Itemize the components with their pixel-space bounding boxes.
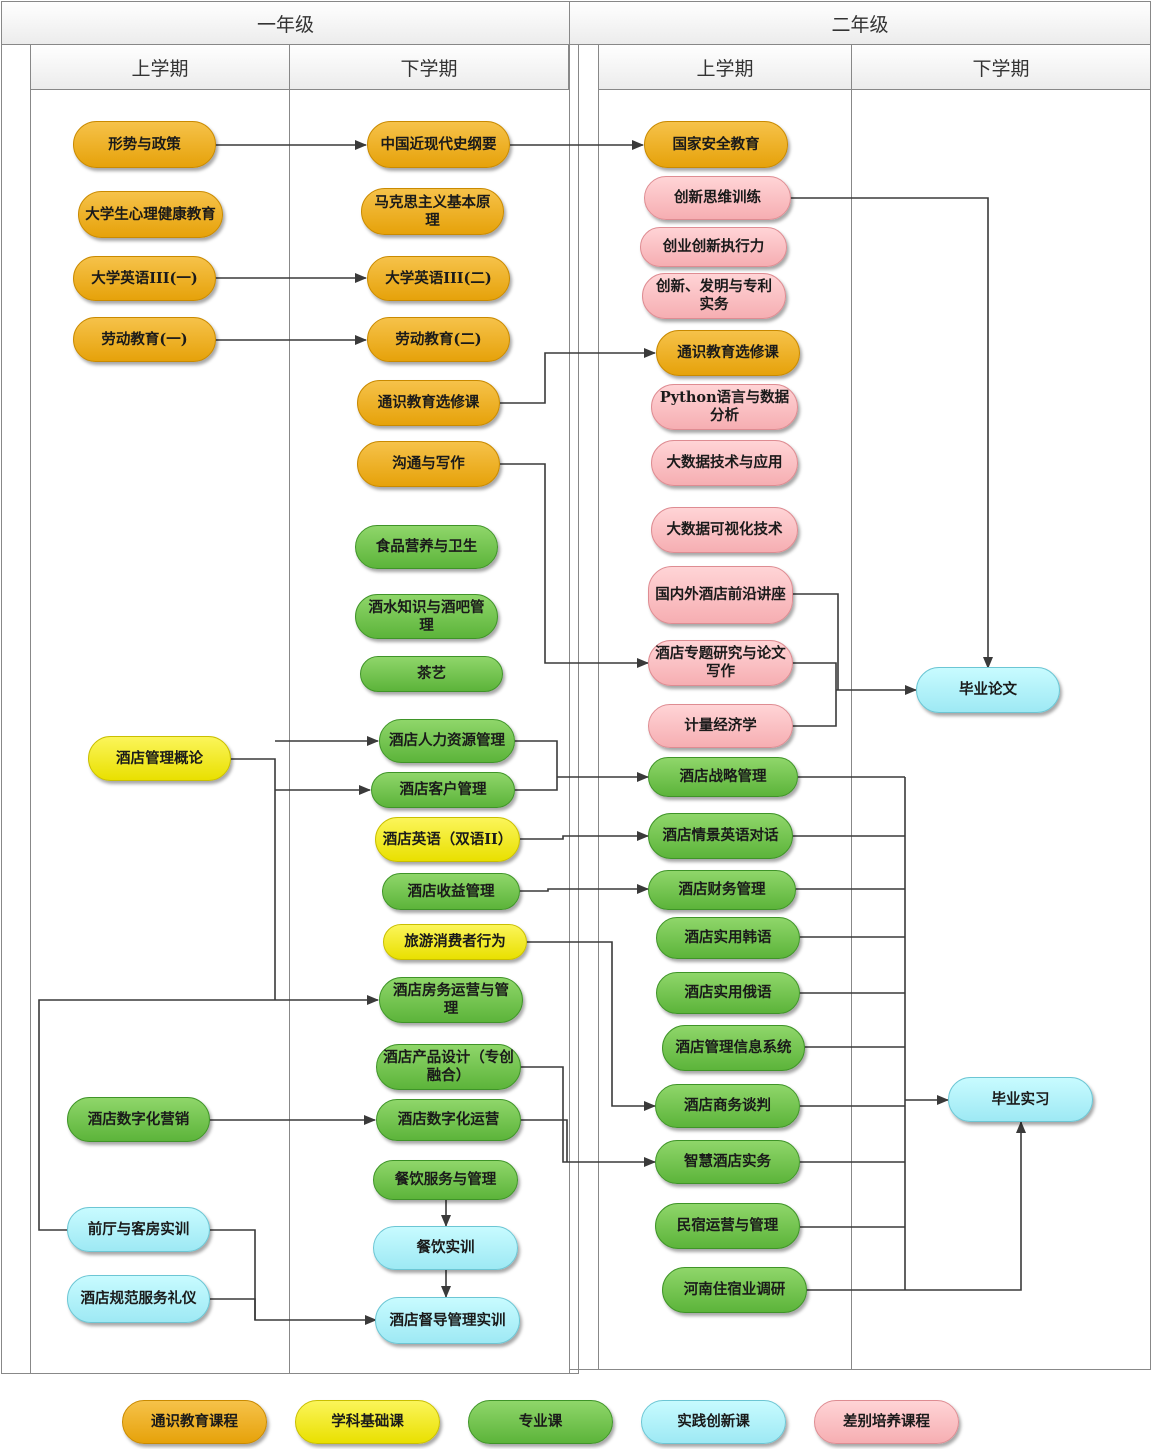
link-n7-m15 <box>38 999 275 1231</box>
node-modern-history: 中国近现代史纲要 <box>367 121 510 168</box>
node-homestay: 民宿运营与管理 <box>655 1203 800 1249</box>
link-m5-r5 <box>500 348 656 404</box>
node-communication-writing: 沟通与写作 <box>357 441 500 487</box>
lane-divider <box>598 44 599 1370</box>
lane-divider <box>851 44 852 1370</box>
legend-diff: 差别培养课程 <box>814 1400 959 1444</box>
lane-divider <box>289 44 290 1374</box>
node-revenue-mgmt: 酒店收益管理 <box>382 873 520 910</box>
y1-sem1-header: 上学期 <box>30 44 290 90</box>
node-customer-mgmt: 酒店客户管理 <box>371 772 515 808</box>
node-patent-practice: 创新、发明与专利实务 <box>642 273 786 319</box>
node-wine-bar: 酒水知识与酒吧管理 <box>355 594 498 639</box>
node-hotel-english: 酒店英语（双语II） <box>375 817 520 862</box>
node-fnb-mgmt: 餐饮服务与管理 <box>373 1160 518 1200</box>
node-food-nutrition: 食品营养与卫生 <box>355 525 498 569</box>
node-thesis: 毕业论文 <box>916 667 1060 713</box>
node-english-3a: 大学英语III(一) <box>73 256 216 301</box>
node-situation-policy: 形势与政策 <box>73 121 216 168</box>
node-entrepreneurship: 创业创新执行力 <box>640 227 787 267</box>
node-python: Python语言与数据分析 <box>651 384 798 430</box>
node-finance-mgmt: 酒店财务管理 <box>648 870 796 910</box>
node-smart-hotel: 智慧酒店实务 <box>655 1140 800 1184</box>
node-henan-survey: 河南住宿业调研 <box>662 1267 807 1313</box>
node-korean: 酒店实用韩语 <box>656 917 800 959</box>
link-r10-t1 <box>792 662 837 690</box>
link-r2-t1 <box>790 197 993 669</box>
node-product-design: 酒店产品设计（专创融合） <box>376 1044 521 1090</box>
link-n5-trunk <box>230 758 276 1000</box>
node-hotel-mgmt-intro: 酒店管理概论 <box>88 736 231 781</box>
node-digital-operation: 酒店数字化运营 <box>376 1099 521 1141</box>
lane-divider <box>30 44 31 1374</box>
node-bigdata-tech: 大数据技术与应用 <box>651 440 798 486</box>
node-strategy-mgmt: 酒店战略管理 <box>648 757 798 797</box>
node-digital-marketing: 酒店数字化营销 <box>67 1097 210 1142</box>
y2-sem2-header: 下学期 <box>851 44 1151 90</box>
node-labor-a: 劳动教育(一) <box>73 317 216 362</box>
node-mis: 酒店管理信息系统 <box>662 1025 805 1071</box>
node-hr-mgmt: 酒店人力资源管理 <box>379 719 515 763</box>
link-n8-m20 <box>210 1298 377 1325</box>
node-english-3b: 大学英语III(二) <box>367 256 510 301</box>
node-russian: 酒店实用俄语 <box>656 972 800 1014</box>
node-innovative-thinking: 创新思维训练 <box>644 176 791 220</box>
node-consumer-behavior: 旅游消费者行为 <box>383 924 527 960</box>
node-service-etiquette: 酒店规范服务礼仪 <box>67 1275 210 1323</box>
legend-practice: 实践创新课 <box>641 1400 786 1444</box>
node-research-writing: 酒店专题研究与论文写作 <box>648 640 793 686</box>
node-general-elective-1: 通识教育选修课 <box>357 380 500 426</box>
node-internship: 毕业实习 <box>948 1077 1093 1122</box>
node-labor-b: 劳动教育(二) <box>367 317 510 362</box>
link-r9-t1 <box>792 593 839 690</box>
legend-basic: 学科基础课 <box>295 1400 440 1444</box>
legend-major: 专业课 <box>468 1400 613 1444</box>
link-m14-r18 <box>527 941 656 1111</box>
node-tea-art: 茶艺 <box>360 656 503 692</box>
node-fnb-training: 餐饮实训 <box>373 1226 518 1270</box>
node-general-elective-2: 通识教育选修课 <box>656 330 800 376</box>
node-bigdata-visual: 大数据可视化技术 <box>651 507 798 553</box>
node-mental-health: 大学生心理健康教育 <box>78 191 223 238</box>
node-national-security: 国家安全教育 <box>644 121 788 168</box>
lane-divider <box>569 44 570 1374</box>
link-r21-t2 <box>905 1121 1026 1291</box>
link-m13-r14 <box>520 884 649 894</box>
node-negotiation: 酒店商务谈判 <box>655 1084 800 1128</box>
link-m16-r19 <box>520 1066 656 1167</box>
y2-sem1-header: 上学期 <box>598 44 852 90</box>
link-m11-r12 <box>515 777 558 791</box>
link-m17-r19 <box>520 1119 568 1162</box>
node-frontier-lecture: 国内外酒店前沿讲座 <box>648 566 793 624</box>
node-frontoffice-training: 前厅与客房实训 <box>67 1207 210 1252</box>
link-m12-r13 <box>520 831 649 841</box>
node-supervision-training: 酒店督导管理实训 <box>375 1297 520 1344</box>
link-n7-m20 <box>210 1229 256 1320</box>
link-m6-r10 <box>500 463 649 668</box>
node-marxism: 马克思主义基本原理 <box>361 188 504 235</box>
link-r11-t1 <box>792 690 837 727</box>
node-rooms-operation: 酒店房务运营与管理 <box>379 977 523 1023</box>
link-m10-r12 <box>515 740 558 777</box>
node-econometrics: 计量经济学 <box>648 704 793 748</box>
legend-general: 通识教育课程 <box>122 1400 267 1444</box>
y1-sem2-header: 下学期 <box>289 44 569 90</box>
node-scenario-english: 酒店情景英语对话 <box>648 813 793 859</box>
